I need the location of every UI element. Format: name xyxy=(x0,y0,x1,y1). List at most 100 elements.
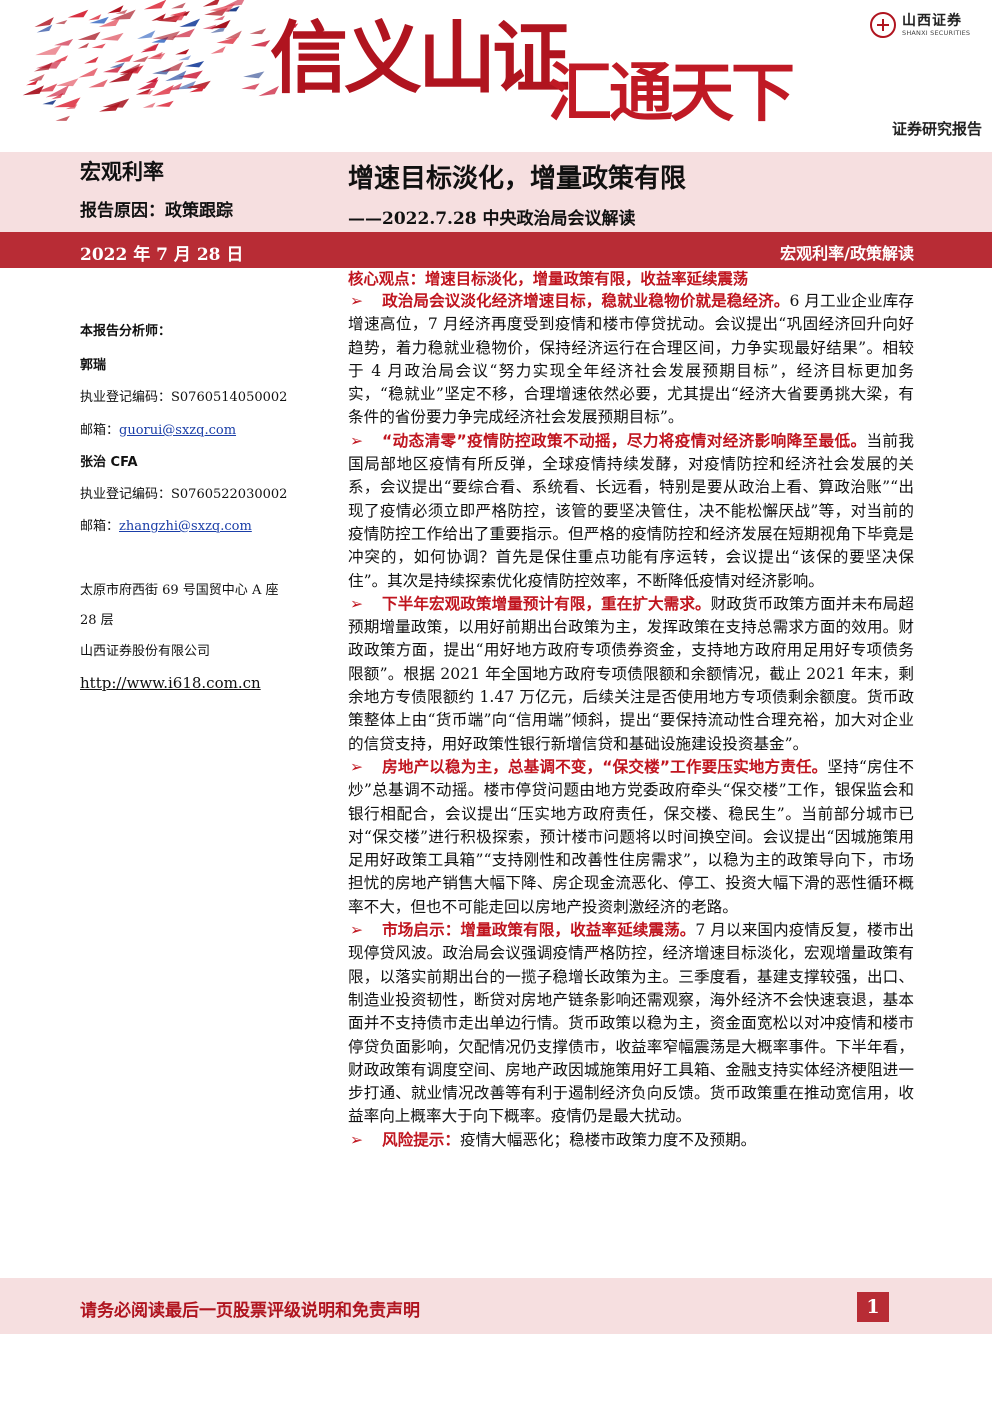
decorative-arrow xyxy=(26,79,39,86)
decorative-arrow xyxy=(179,18,201,27)
point-1-text: 6 月工业企业库存增速高位，7 月经济再度受到疫情和楼市停贷扰动。会议提出“巩固… xyxy=(348,292,914,427)
analyst-2-email-link[interactable]: zhangzhi@sxzq.com xyxy=(119,519,252,534)
decorative-arrow xyxy=(150,51,163,58)
decorative-arrow xyxy=(100,32,124,41)
decorative-arrow xyxy=(241,83,260,90)
report-category: 宏观利率 xyxy=(80,160,164,184)
decorative-arrow xyxy=(54,38,74,46)
point-1: ➢政治局会议淡化经济增速目标，稳就业稳物价就是稳经济。6 月工业企业库存增速高位… xyxy=(348,290,914,430)
decorative-arrow xyxy=(78,67,98,78)
decorative-arrow xyxy=(102,98,130,108)
decorative-arrow xyxy=(285,23,299,28)
point-6-text: 疫情大幅恶化；稳楼市政策力度不及预期。 xyxy=(459,1130,757,1149)
decorative-arrow xyxy=(166,82,183,91)
address-line-2: 28 层 xyxy=(80,613,114,628)
decorative-arrow xyxy=(28,74,45,82)
decorative-arrow xyxy=(88,79,108,88)
decorative-arrow xyxy=(258,85,280,97)
decorative-arrow xyxy=(142,44,156,51)
analyst-1-email-link[interactable]: guorui@sxzq.com xyxy=(119,423,237,438)
bullet-arrow-icon: ➢ xyxy=(350,921,364,940)
logo-mark-icon xyxy=(870,12,896,38)
bullet-arrow-icon: ➢ xyxy=(350,431,364,450)
decorative-arrow xyxy=(184,60,205,68)
decorative-arrow xyxy=(110,9,136,20)
report-reason: 报告原因：政策跟踪 xyxy=(80,201,233,221)
decorative-arrow xyxy=(216,36,239,44)
decorative-arrow xyxy=(137,30,156,39)
decorative-arrow xyxy=(108,70,134,83)
point-2-text: 当前我国局部地区疫情有所反弹，全球疫情持续发酵，对疫情防控和经济社会发展的关系，… xyxy=(348,431,914,590)
decorative-arrow xyxy=(34,17,54,27)
point-2: ➢ “动态清零”疫情防控政策不动摇，尽力将疫情对经济影响降至最低。当前我国局部地区… xyxy=(348,430,914,593)
decorative-arrow xyxy=(169,10,187,17)
decorative-arrow xyxy=(88,14,102,21)
decorative-arrow xyxy=(42,99,57,105)
decorative-arrow xyxy=(171,2,186,9)
decorative-arrow xyxy=(143,0,167,10)
email-label: 邮箱： xyxy=(80,519,120,534)
decorative-arrow xyxy=(210,24,227,34)
arrow-swarm-graphic xyxy=(22,0,299,121)
report-type: 证券研究报告 xyxy=(891,120,982,138)
logo-en-text: SHANXI SECURITIES xyxy=(902,29,971,37)
decorative-arrow xyxy=(243,71,265,79)
analyst-1-email-row: 邮箱：guorui@sxzq.com xyxy=(80,421,236,441)
point-2-lead: “动态清零”疫情防控政策不动摇，尽力将疫情对经济影响降至最低。 xyxy=(382,431,867,450)
report-date: 2022 年 7 月 28 日 xyxy=(80,245,244,265)
decorative-arrow xyxy=(210,46,226,54)
decorative-arrow xyxy=(223,0,247,7)
decorative-arrow xyxy=(98,17,121,27)
decorative-arrow xyxy=(33,62,53,72)
decorative-arrow xyxy=(55,20,68,25)
page-subtitle: ——2022.7.28 中央政治局会议解读 xyxy=(348,209,636,229)
point-1-lead: 政治局会议淡化经济增速目标，稳就业稳物价就是稳经济。 xyxy=(382,292,790,310)
bullet-arrow-icon: ➢ xyxy=(350,594,364,613)
decorative-arrow xyxy=(91,43,106,49)
core-view: 核心观点：增速目标淡化，增量政策有限，收益率延续震荡 xyxy=(348,270,749,288)
analyst-2-email-row: 邮箱：zhangzhi@sxzq.com xyxy=(80,517,252,537)
logo-cn-text: 山西证券 xyxy=(902,13,962,29)
decorative-arrow xyxy=(189,85,206,93)
title-band xyxy=(0,152,992,232)
decorative-arrow xyxy=(56,78,79,87)
report-body: 核心观点：增速目标淡化，增量政策有限，收益率延续震荡 ➢政治局会议淡化经济增速目… xyxy=(348,268,914,1152)
decorative-arrow xyxy=(175,48,190,55)
bullet-arrow-icon: ➢ xyxy=(350,757,364,776)
analyst-2-name: 张治 CFA xyxy=(80,455,138,470)
decorative-arrow xyxy=(53,97,81,108)
decorative-arrow xyxy=(165,70,187,82)
decorative-arrow xyxy=(22,85,45,96)
decorative-arrow xyxy=(132,55,149,62)
decorative-arrow xyxy=(36,24,53,33)
point-6: ➢ 风险提示：疫情大幅恶化；稳楼市政策力度不及预期。 xyxy=(348,1129,914,1152)
decorative-arrow xyxy=(171,28,195,38)
point-4: ➢ 房地产以稳为主，总基调不变，“保交楼”工作要压实地方责任。坚持“房住不炒”总基… xyxy=(348,756,914,919)
decorative-arrow xyxy=(53,55,69,62)
slogan-part1: 信义山证 xyxy=(270,13,570,104)
decorative-arrow xyxy=(151,13,166,21)
point-5-lead: 市场启示：增量政策有限，收益率延续震荡。 xyxy=(382,921,696,940)
report-tag: 宏观利率/政策解读 xyxy=(780,244,914,263)
point-5-text: 7 月以来国内疫情反复，楼市出现停贷风波。政治局会议强调疫情严格防控，经济增速目… xyxy=(348,921,914,1126)
decorative-arrow xyxy=(77,31,101,40)
point-5: ➢ 市场启示：增量政策有限，收益率延续震荡。7 月以来国内疫情反复，楼市出现停贷风… xyxy=(348,919,914,1129)
decorative-arrow xyxy=(103,66,123,73)
analyst-2-reg: 执业登记编码：S0760522030002 xyxy=(80,487,288,502)
point-4-lead: 房地产以稳为主，总基调不变，“保交楼”工作要压实地方责任。 xyxy=(382,757,828,776)
bullet-arrow-icon: ➢ xyxy=(350,1130,364,1149)
decorative-arrow xyxy=(152,31,180,41)
point-6-lead: 风险提示： xyxy=(382,1130,460,1149)
point-4-text: 坚持“房住不炒”总基调不动摇。楼市停贷问题由地方党委政府牵头“保交楼”工作，银保… xyxy=(348,757,914,916)
decorative-arrow xyxy=(114,54,134,63)
website-link[interactable]: http://www.i618.com.cn xyxy=(80,674,261,692)
decorative-arrow xyxy=(67,9,89,18)
company-name: 山西证券股份有限公司 xyxy=(80,644,211,659)
decorative-arrow xyxy=(115,9,128,14)
analyst-1-name: 郭瑞 xyxy=(80,358,107,373)
analyst-1-reg: 执业登记编码：S0760514050002 xyxy=(80,390,288,405)
email-label: 邮箱： xyxy=(80,423,120,438)
decorative-arrow xyxy=(202,0,221,7)
decorative-arrow xyxy=(161,61,184,72)
decorative-arrow xyxy=(65,104,78,110)
